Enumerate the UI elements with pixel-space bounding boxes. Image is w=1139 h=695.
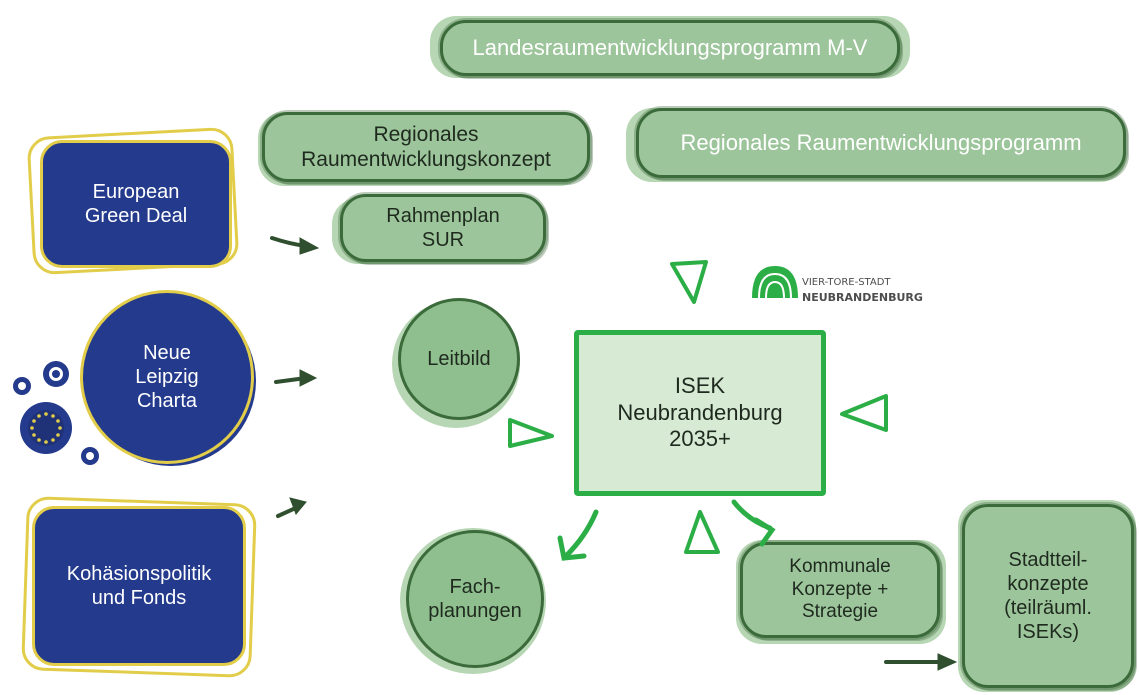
- triangle-left: [508, 418, 554, 448]
- node-kommunale-konzepte: Kommunale Konzepte + Strategie: [740, 542, 940, 638]
- city-logo-icon: [752, 266, 798, 299]
- node-regionales-raumentwicklungsprogramm: Regionales Raumentwicklungsprogramm: [636, 108, 1126, 178]
- logo-line2: NEUBRANDENBURG: [802, 291, 923, 304]
- node-european-green-deal: European Green Deal: [40, 140, 232, 268]
- node-neue-leipzig-charta: Neue Leipzig Charta: [80, 290, 254, 464]
- node-rahmenplan-sur: Rahmenplan SUR: [340, 194, 546, 262]
- logo-line1: VIER-TORE-STADT: [802, 277, 891, 288]
- node-landesraumentwicklungsprogramm: Landesraumentwicklungsprogramm M-V: [440, 20, 900, 76]
- triangle-right: [840, 394, 888, 432]
- triangle-bottom: [684, 510, 720, 554]
- arrow-to-fachplanungen: [563, 509, 599, 559]
- node-stadtteilkonzepte: Stadtteil- konzepte (teilräuml. ISEKs): [962, 504, 1134, 688]
- gears-icon: [13, 361, 99, 465]
- node-leitbild: Leitbild: [398, 298, 520, 420]
- node-regionales-raumentwicklungskonzept: Regionales Raumentwicklungskonzept: [262, 112, 590, 182]
- triangle-top: [670, 260, 708, 304]
- node-isek-neubrandenburg: ISEK Neubrandenburg 2035+: [574, 330, 826, 496]
- node-fachplanungen: Fach- planungen: [406, 530, 544, 668]
- node-kohaesionspolitik: Kohäsionspolitik und Fonds: [32, 506, 246, 666]
